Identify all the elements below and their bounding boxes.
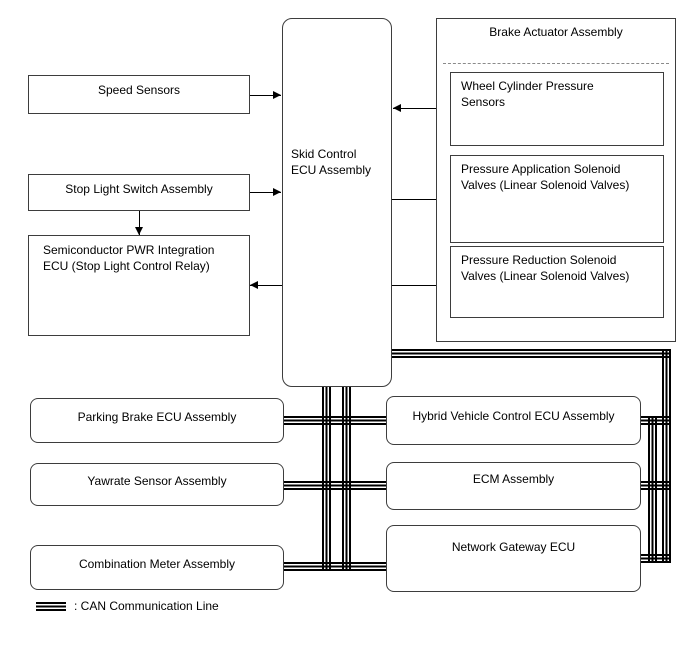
wire-skid-to-pressure-reduction [392,285,450,286]
box-wheel-cylinder-sensors: Wheel Cylinder Pressure Sensors [450,72,664,146]
semiconductor-pwr-label: Semiconductor PWR Integration ECU (Stop … [43,243,215,273]
wheel-cylinder-sensors-label: Wheel Cylinder Pressure Sensors [461,79,594,109]
hybrid-control-ecu-label: Hybrid Vehicle Control ECU Assembly [412,409,615,423]
arrowhead-stoplight-to-skid [273,188,281,196]
brake-actuator-dashed-separator [443,63,669,64]
box-parking-brake-ecu: Parking Brake ECU Assembly [30,398,284,443]
wire-stoplight-to-semiconductor [139,211,140,235]
can-line-skid-vertical-right [342,386,351,571]
can-line-rung-meter-gateway [284,562,386,571]
stop-light-switch-label: Stop Light Switch Assembly [65,182,213,196]
wire-skid-to-pressure-application [392,199,450,200]
box-yawrate-sensor: Yawrate Sensor Assembly [30,463,284,506]
can-line-rung-yawrate-ecm [284,481,386,490]
can-line-rung-parking-hybrid [284,416,386,425]
arrowhead-skid-to-semiconductor [250,281,258,289]
box-network-gateway-ecu: Network Gateway ECU [386,525,641,592]
parking-brake-ecu-label: Parking Brake ECU Assembly [77,410,237,424]
box-combination-meter: Combination Meter Assembly [30,545,284,590]
box-semiconductor-pwr: Semiconductor PWR Integration ECU (Stop … [28,235,250,336]
wire-skid-to-semiconductor [250,285,282,286]
box-speed-sensors: Speed Sensors [28,75,250,114]
wire-stoplight-to-skid [250,192,281,193]
speed-sensors-label: Speed Sensors [97,83,181,97]
can-line-stub-hybrid [641,416,671,425]
can-line-stub-ecm [641,481,671,490]
box-skid-control-ecu: Skid Control ECU Assembly [282,18,392,387]
can-line-skid-vertical-left [322,386,331,571]
box-hybrid-control-ecu: Hybrid Vehicle Control ECU Assembly [386,396,641,445]
arrowhead-speed-to-skid [273,91,281,99]
skid-control-ecu-label: Skid Control ECU Assembly [291,147,372,177]
can-line-right-vertical-outer [662,349,671,563]
box-stop-light-switch: Stop Light Switch Assembly [28,174,250,211]
brake-actuator-title: Brake Actuator Assembly [489,25,623,39]
box-pressure-reduction-valves: Pressure Reduction Solenoid Valves (Line… [450,246,664,318]
arrowhead-wheel-to-skid [393,104,401,112]
pressure-reduction-valves-label: Pressure Reduction Solenoid Valves (Line… [461,253,630,283]
can-line-legend-symbol [36,601,66,611]
arrowhead-stoplight-to-semiconductor [135,227,143,235]
legend-can-label: : CAN Communication Line [74,599,219,613]
can-line-top-branch [392,349,671,358]
yawrate-sensor-label: Yawrate Sensor Assembly [87,474,227,488]
wire-speed-to-skid [250,95,281,96]
legend-can-line: : CAN Communication Line [36,598,219,614]
ecm-label: ECM Assembly [472,472,555,486]
network-gateway-ecu-label: Network Gateway ECU [451,540,576,554]
can-line-stub-gateway [641,554,671,563]
box-ecm: ECM Assembly [386,462,641,510]
wire-wheel-to-skid [393,108,450,109]
box-pressure-application-valves: Pressure Application Solenoid Valves (Li… [450,155,664,243]
pressure-application-valves-label: Pressure Application Solenoid Valves (Li… [461,162,630,192]
combination-meter-label: Combination Meter Assembly [78,557,236,571]
